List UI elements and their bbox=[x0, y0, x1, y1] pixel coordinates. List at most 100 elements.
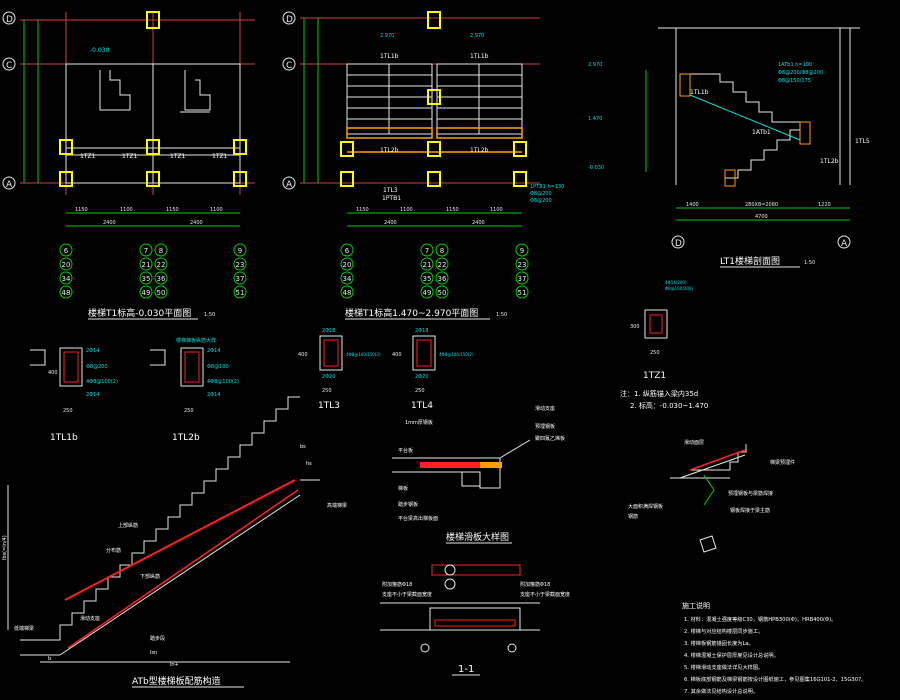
tl2b-rebar-3: 4Φ8@100(2) bbox=[207, 379, 239, 385]
ladder-labels: 滑动面层 梯梁预埋件 大面积满焊钢板 钢筋 预埋钢板与梁筋焊接 钢板焊接于梁主筋 bbox=[628, 439, 795, 520]
plan1-walls bbox=[65, 63, 241, 184]
tz1-rebar-1: 4Φ14(200) bbox=[665, 280, 687, 285]
tl2b-dim-w: 250 bbox=[184, 408, 194, 414]
plan2-mid-4: 1PTB1 bbox=[382, 195, 401, 202]
tl3-rebar-1: 2Φ18 bbox=[322, 328, 335, 334]
sec11-lbl-2: 附加箍筋Φ18 bbox=[520, 581, 550, 588]
section-lbl-note3: Φ8@150/175 bbox=[778, 78, 811, 84]
sec11-circle-left bbox=[420, 643, 430, 653]
p2-n-2-0: 8 bbox=[440, 247, 444, 255]
plan1-axis-numbers: 6 20 34 48 7 21 35 49 8 22 36 50 9 23 37… bbox=[62, 247, 245, 297]
ladder-lbl-2: 梯梁预埋件 bbox=[770, 459, 795, 466]
atb-lbl-8: bs bbox=[300, 444, 306, 450]
slab-lbl-3: 聚四氟乙烯板 bbox=[535, 435, 565, 442]
tl1b-dim-h: 400 bbox=[48, 370, 58, 376]
ladder-lbl-4: 钢筋 bbox=[628, 513, 638, 520]
slab-lbl-2: 预埋钢板 bbox=[535, 423, 555, 430]
p2-n-0-3: 48 bbox=[343, 289, 352, 297]
plan2-axis-numbers: 6 20 34 48 7 21 35 49 8 22 36 50 9 23 37… bbox=[343, 247, 527, 297]
plan2-total-1: 2400 bbox=[384, 220, 397, 226]
tl2b-rebar-1: 2Φ14 bbox=[207, 348, 220, 354]
p2-n-1-1: 21 bbox=[423, 261, 432, 269]
sec11-title: 1-1 bbox=[458, 664, 474, 675]
plan2-axis-a: A bbox=[286, 180, 293, 190]
plan1-label-2: 1TZ1 bbox=[122, 153, 138, 160]
tl2b-rebar-0: 楼梯梯板纵筋大样 bbox=[176, 337, 216, 344]
p1-n-3-2: 37 bbox=[236, 275, 245, 283]
plan1-axis-c: C bbox=[6, 61, 12, 71]
plan1-grid bbox=[20, 12, 255, 195]
tl1b-rebar-1: 2Φ14 bbox=[86, 348, 99, 354]
tl3-title: 1TL3 bbox=[318, 401, 340, 411]
section-axis-d: D bbox=[675, 239, 682, 249]
tl3-dim-h: 400 bbox=[298, 352, 308, 358]
ladder-lbl-1: 滑动面层 bbox=[684, 439, 704, 446]
section-dim-3: 1220 bbox=[818, 202, 831, 208]
tz1-note-1: 注：1. 纵筋锚入梁内35d bbox=[620, 389, 698, 398]
plan2-axis-column-bubbles bbox=[340, 243, 529, 299]
beam-1tl1b: 2Φ14 Φ8@200 4Φ8@100(2) 2Φ14 400 250 1TL1… bbox=[30, 347, 118, 443]
plan1-total-1: 2400 bbox=[103, 220, 116, 226]
atb-lbl-7: 高端梯梁 bbox=[327, 502, 347, 509]
atb-lbl-3: 下部纵筋 bbox=[140, 573, 160, 580]
tz1-section bbox=[644, 309, 668, 339]
tz1-dim-h: 300 bbox=[630, 324, 640, 330]
plan2-ptb-note3: Φ8@200 bbox=[530, 198, 552, 204]
slab-lbl-6: 梯板 bbox=[398, 485, 408, 492]
plan2-grid bbox=[300, 17, 540, 184]
p2-n-3-1: 23 bbox=[518, 261, 527, 269]
plan1-axis-column-bubbles bbox=[59, 243, 247, 299]
plan2-title: 楼梯T1标高1.470~2.970平面图 bbox=[345, 307, 478, 319]
p1-n-2-0: 8 bbox=[159, 247, 163, 255]
atb-lbl-10: lsn bbox=[150, 650, 157, 656]
section-elev-1: 2.970 bbox=[588, 62, 602, 68]
ladder-small-shape bbox=[699, 535, 717, 553]
beam-1tl2b: 楼梯梯板纵筋大样 2Φ14 Φ8@100 4Φ8@100(2) 2Φ14 250… bbox=[150, 337, 239, 443]
sec11-lbl-4: 支座不小于梁截面宽度 bbox=[520, 591, 570, 598]
section-elev-3: -0.030 bbox=[588, 165, 604, 171]
atb-lbl-4: 踏步段 bbox=[150, 635, 165, 642]
plan2-dim-lines bbox=[303, 18, 522, 227]
atb-lbl-1: 上部纵筋 bbox=[118, 522, 138, 529]
atb-lbl-5: 滑动支座 bbox=[80, 615, 100, 622]
atb-top-bar bbox=[64, 479, 296, 601]
sec11-labels: 附加箍筋Φ18 附加箍筋Φ18 支座不小于梁截面宽度 支座不小于梁截面宽度 bbox=[382, 581, 570, 598]
tl2b-rebar-4: 2Φ14 bbox=[207, 392, 220, 398]
tl1b-dim-w: 250 bbox=[63, 408, 73, 414]
p1-n-1-0: 7 bbox=[144, 247, 148, 255]
p1-n-1-2: 35 bbox=[142, 275, 151, 283]
plan2-scale: 1:50 bbox=[496, 312, 507, 318]
section-dim-total: 4700 bbox=[755, 214, 768, 220]
sec11-lbl-3: 支座不小于梁截面宽度 bbox=[382, 591, 432, 598]
section-frame bbox=[658, 27, 860, 185]
tl4-title: 1TL4 bbox=[411, 401, 433, 411]
atb-left-dim: lbs(=ln/4) bbox=[2, 535, 8, 560]
tz1-stirrup bbox=[649, 314, 663, 334]
atb-lbl-11: b bbox=[48, 656, 51, 662]
tz1-note-2: 2. 标高：-0.030~1.470 bbox=[630, 401, 708, 410]
slab-detail bbox=[392, 439, 531, 489]
p2-n-3-2: 37 bbox=[518, 275, 527, 283]
atb-bottom-bar bbox=[67, 489, 299, 649]
section-dims bbox=[645, 70, 850, 221]
atb-lbl-2: 分布筋 bbox=[106, 547, 121, 554]
p2-n-0-2: 34 bbox=[343, 275, 352, 283]
tl2b-title: 1TL2b bbox=[172, 433, 200, 443]
tl1b-rebar-2: Φ8@200 bbox=[86, 364, 108, 370]
plan1-title: 楼梯T1标高-0.030平面图 bbox=[88, 307, 191, 319]
plan1-dim-7: 1100 bbox=[210, 207, 223, 213]
plan2-top-3: 1TL1b bbox=[380, 53, 399, 60]
section-lbl-note2: Φ8@200/Φ8@200 bbox=[778, 70, 823, 76]
plan2-mid-5: 1TL3 bbox=[383, 187, 398, 194]
note-4: 4. 楼梯混凝土保护层厚度见设计总说明。 bbox=[684, 651, 779, 659]
p1-n-2-2: 36 bbox=[157, 275, 166, 283]
section-elev-2: 1.470 bbox=[588, 116, 602, 122]
slab-lbl-4: 1mm厚钢板 bbox=[405, 419, 433, 426]
plan1-dim-lines bbox=[23, 20, 240, 227]
section-lbl-tl2b: 1TL2b bbox=[820, 158, 839, 165]
section-lbl-tl1b: 1TL1b bbox=[690, 89, 709, 96]
sec11-marker-top bbox=[444, 564, 456, 576]
plan1-axis-bubbles bbox=[2, 11, 16, 190]
tl3-dim-w: 250 bbox=[322, 388, 332, 394]
plan2-dim-5: 1150 bbox=[446, 207, 459, 213]
